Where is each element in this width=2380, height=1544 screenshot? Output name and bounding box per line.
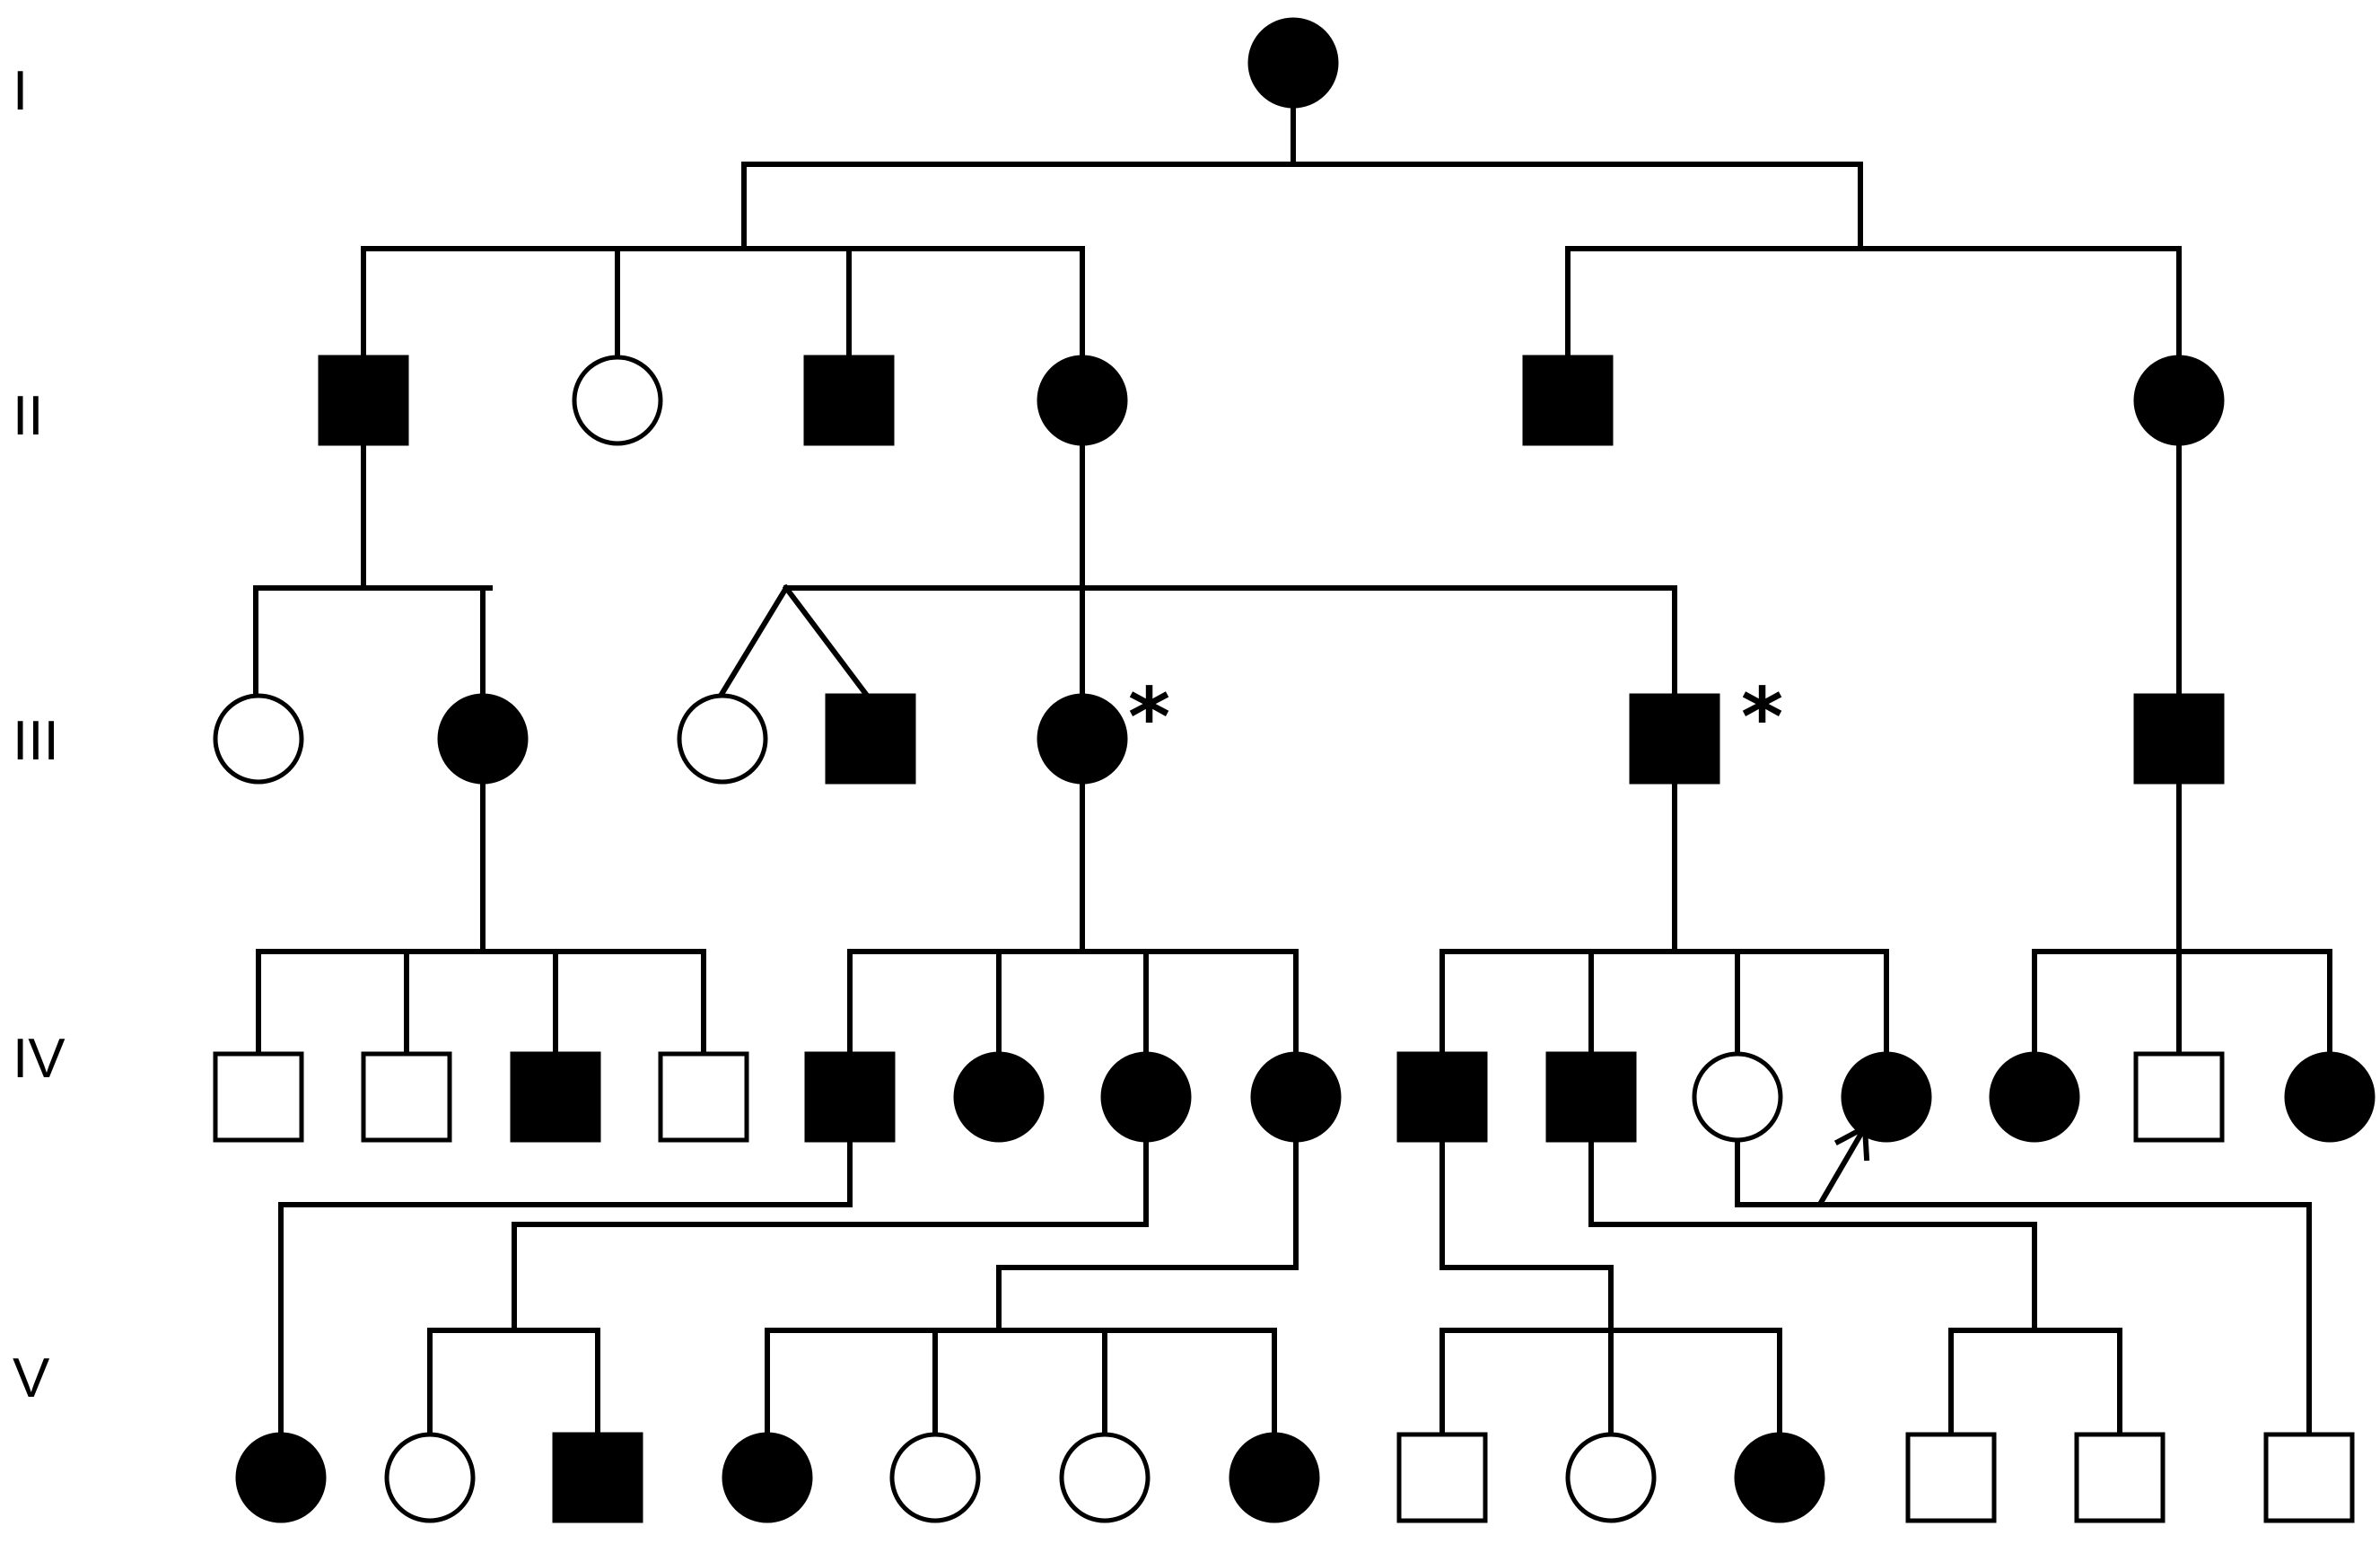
individual-iv-13 <box>1989 1051 2080 1143</box>
line-ii1-children <box>253 443 493 703</box>
line-iv5-to-v1 <box>278 1139 853 1437</box>
individual-iv-8 <box>1250 1051 1342 1143</box>
individual-iv-14 <box>2133 1051 2225 1143</box>
individual-iv-9 <box>1396 1051 1488 1143</box>
individual-v-2 <box>384 1432 476 1523</box>
individual-iv-7 <box>1100 1051 1192 1143</box>
individual-iv-6 <box>953 1051 1045 1143</box>
line-i-to-ii <box>361 105 2182 362</box>
individual-iv-5 <box>804 1051 896 1143</box>
line-iv10-to-v11-v12 <box>1588 1139 2122 1437</box>
line-ii4-children <box>713 443 1677 705</box>
asterisk-marker-iii6: * <box>1741 671 1783 765</box>
individual-iv-15 <box>2284 1051 2376 1143</box>
individual-ii-5 <box>1522 355 1614 446</box>
individual-iv-10 <box>1545 1051 1637 1143</box>
line-iv7-to-v2-v3 <box>427 1139 1149 1437</box>
generation-label-ii: II <box>13 385 43 447</box>
generation-label-v: V <box>13 1347 50 1409</box>
line-iii2-children <box>256 781 706 1055</box>
individual-ii-1 <box>318 355 409 446</box>
individual-v-8 <box>1396 1432 1488 1523</box>
individual-v-13 <box>2263 1432 2355 1523</box>
individual-iv-1 <box>213 1051 304 1143</box>
line-iii5-children <box>847 781 1299 1055</box>
line-iv8-to-v4-v7 <box>765 1139 1299 1437</box>
individual-iii-4 <box>825 693 916 785</box>
individual-v-9 <box>1565 1432 1657 1523</box>
individual-iii-1 <box>213 693 304 785</box>
individual-v-12 <box>2074 1432 2166 1523</box>
line-iii6-children <box>1439 781 1889 1055</box>
individual-ii-3 <box>803 355 895 446</box>
individual-v-10 <box>1734 1432 1825 1523</box>
generation-label-iii: III <box>13 710 59 772</box>
individual-ii-4 <box>1037 355 1128 446</box>
individual-v-11 <box>1905 1432 1997 1523</box>
individual-v-6 <box>1059 1432 1151 1523</box>
individual-v-4 <box>722 1432 813 1523</box>
individual-iii-2 <box>437 693 529 785</box>
individual-iv-4 <box>658 1051 749 1143</box>
individual-ii-6 <box>2133 355 2225 446</box>
line-iv11-to-v13 <box>1735 1139 2312 1437</box>
asterisk-marker-iii5: * <box>1128 671 1170 765</box>
individual-v-1 <box>235 1432 327 1523</box>
individual-iv-3 <box>510 1051 601 1143</box>
individual-iii-3 <box>677 693 768 785</box>
line-iv9-to-v8-v10 <box>1439 1139 1782 1437</box>
individual-iii-5 <box>1037 693 1128 785</box>
generation-label-i: I <box>13 60 28 122</box>
pedigree-lines <box>253 105 2332 1437</box>
individual-v-7 <box>1229 1432 1320 1523</box>
generation-label-iv: IV <box>13 1028 66 1090</box>
individual-iv-2 <box>361 1051 452 1143</box>
individual-ii-2 <box>572 355 663 446</box>
individual-iv-11 <box>1692 1051 1783 1143</box>
individual-iii-7 <box>2133 693 2225 785</box>
individual-iii-6 <box>1629 693 1720 785</box>
individuals <box>213 17 2376 1523</box>
individual-i-1 <box>1247 17 1339 109</box>
proband-arrow-icon <box>1817 1123 1870 1206</box>
individual-v-3 <box>552 1432 643 1523</box>
line-iii7-children <box>2032 781 2332 1055</box>
individual-iv-12 <box>1841 1051 1932 1143</box>
individual-v-5 <box>889 1432 981 1523</box>
